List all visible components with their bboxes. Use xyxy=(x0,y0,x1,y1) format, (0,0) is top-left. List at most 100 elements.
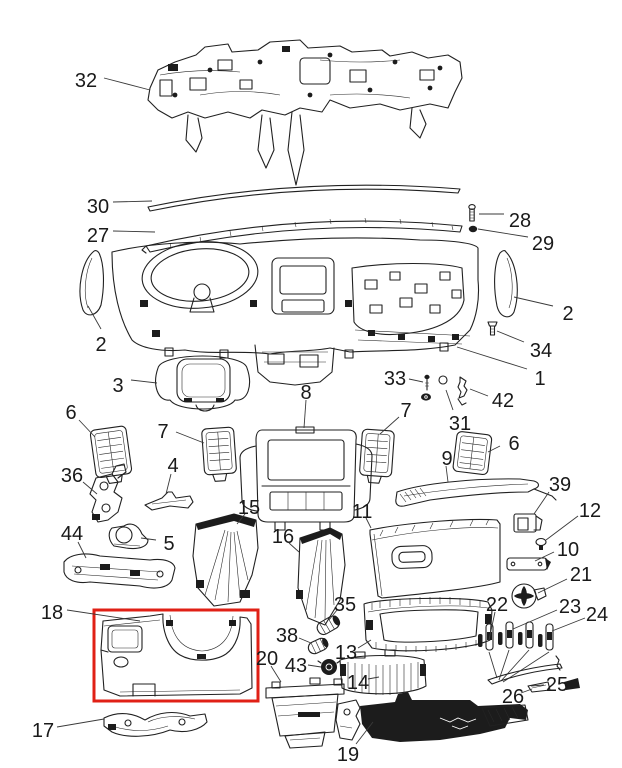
callout-number-30[interactable]: 30 xyxy=(87,196,109,218)
callout-number-5[interactable]: 5 xyxy=(163,533,174,555)
part-6-vent-left-drawing xyxy=(89,425,133,484)
callout-leader-33 xyxy=(408,378,424,383)
callout-leader-6 xyxy=(78,419,96,438)
callout-leader-18 xyxy=(66,609,141,622)
callout-leader-39 xyxy=(533,491,550,515)
part-7-vent-left-center-drawing xyxy=(201,426,237,482)
part-39-bracket-drawing xyxy=(513,513,543,533)
callout-number-22[interactable]: 22 xyxy=(486,594,508,616)
callout-leader-19 xyxy=(355,721,374,745)
part-12-clip-drawing xyxy=(535,537,547,550)
part-4-trim-drawing xyxy=(144,491,194,511)
callout-number-7[interactable]: 7 xyxy=(157,421,168,443)
callout-leader-42 xyxy=(469,388,489,397)
callout-leader-30 xyxy=(112,200,153,203)
part-30-trim-strip-drawing xyxy=(147,184,461,212)
callout-leader-8 xyxy=(303,399,307,429)
callout-number-20[interactable]: 20 xyxy=(256,648,278,670)
callout-leader-35 xyxy=(328,609,338,621)
callout-number-43[interactable]: 43 xyxy=(285,655,307,677)
callout-number-42[interactable]: 42 xyxy=(492,390,514,412)
callout-number-19[interactable]: 19 xyxy=(337,744,359,766)
part-20-console-box-drawing xyxy=(265,677,345,749)
callout-number-25[interactable]: 25 xyxy=(546,674,568,696)
callout-leader-17 xyxy=(56,718,105,728)
part-19-duct-assembly-drawing xyxy=(335,692,529,742)
callout-leader-13 xyxy=(357,639,372,649)
part-8-center-bezel-drawing xyxy=(239,426,373,531)
callout-leader-25 xyxy=(530,684,545,687)
callout-leader-9 xyxy=(445,465,449,483)
callout-number-6[interactable]: 6 xyxy=(508,433,519,455)
callout-number-12[interactable]: 12 xyxy=(579,500,601,522)
callout-number-26[interactable]: 26 xyxy=(502,686,524,708)
callout-number-33[interactable]: 33 xyxy=(384,368,406,390)
part-29-clip-drawing xyxy=(468,225,478,233)
callout-number-38[interactable]: 38 xyxy=(276,625,298,647)
callout-leader-38 xyxy=(298,637,312,644)
callout-number-27[interactable]: 27 xyxy=(87,225,109,247)
part-28-screw-drawing xyxy=(468,204,476,222)
callout-number-8[interactable]: 8 xyxy=(300,382,311,404)
callout-number-39[interactable]: 39 xyxy=(549,474,571,496)
callout-leader-34 xyxy=(496,330,525,343)
part-44-reinforcement-drawing xyxy=(63,553,176,589)
callout-leader-31 xyxy=(445,389,454,411)
callout-number-6[interactable]: 6 xyxy=(65,402,76,424)
callout-leader-5 xyxy=(140,537,157,541)
callout-number-13[interactable]: 13 xyxy=(335,642,357,664)
part-36-bracket-drawing xyxy=(89,463,127,523)
callout-number-18[interactable]: 18 xyxy=(41,602,63,624)
part-18-knee-bolster-drawing xyxy=(100,613,253,697)
part-5-bracket-drawing xyxy=(108,523,149,550)
callout-leader-22 xyxy=(488,611,496,641)
part-42-clip-drawing xyxy=(457,376,468,406)
callout-number-10[interactable]: 10 xyxy=(557,539,579,561)
callout-number-36[interactable]: 36 xyxy=(61,465,83,487)
callout-number-21[interactable]: 21 xyxy=(570,564,592,586)
part-15-silencer-left-drawing xyxy=(192,513,259,607)
highlight-box[interactable] xyxy=(92,608,260,703)
callout-number-2[interactable]: 2 xyxy=(95,334,106,356)
callout-number-35[interactable]: 35 xyxy=(334,594,356,616)
callout-number-34[interactable]: 34 xyxy=(530,340,552,362)
callout-number-11[interactable]: 11 xyxy=(352,501,373,523)
callout-leader-6 xyxy=(487,445,501,453)
part-21-lamp-drawing xyxy=(511,583,547,609)
callout-leader-11 xyxy=(365,517,372,529)
callout-number-23[interactable]: 23 xyxy=(559,596,581,618)
callout-leader-15 xyxy=(236,513,246,525)
callout-number-9[interactable]: 9 xyxy=(441,448,452,470)
callout-number-32[interactable]: 32 xyxy=(75,70,97,92)
callout-number-2[interactable]: 2 xyxy=(562,303,573,325)
callout-number-7[interactable]: 7 xyxy=(400,400,411,422)
callout-number-3[interactable]: 3 xyxy=(112,375,123,397)
callout-leader-44 xyxy=(77,541,87,559)
callout-leader-43 xyxy=(307,664,322,668)
callout-number-14[interactable]: 14 xyxy=(347,672,369,694)
callout-number-28[interactable]: 28 xyxy=(509,210,531,232)
callout-number-24[interactable]: 24 xyxy=(586,604,608,626)
callout-number-44[interactable]: 44 xyxy=(61,523,83,545)
callout-leader-2 xyxy=(513,296,554,307)
callout-number-29[interactable]: 29 xyxy=(532,233,554,255)
callout-leader-12 xyxy=(545,515,579,541)
callout-number-4[interactable]: 4 xyxy=(167,455,178,477)
callout-leader-7 xyxy=(379,416,400,435)
callout-leader-3 xyxy=(130,379,158,384)
callout-number-17[interactable]: 17 xyxy=(32,720,54,742)
callout-leader-2 xyxy=(87,305,102,330)
callout-leader-21 xyxy=(537,578,568,594)
callout-leader-36 xyxy=(82,481,98,495)
callout-number-16[interactable]: 16 xyxy=(272,526,294,548)
part-35-knob-drawing xyxy=(316,615,341,636)
part-27-top-cover-drawing xyxy=(141,217,463,254)
callout-number-1[interactable]: 1 xyxy=(534,368,545,390)
callout-number-31[interactable]: 31 xyxy=(449,413,471,435)
callout-number-15[interactable]: 15 xyxy=(238,497,260,519)
part-16-silencer-right-drawing xyxy=(296,527,346,626)
callout-leader-14 xyxy=(367,676,380,680)
callout-leader-10 xyxy=(534,551,555,562)
